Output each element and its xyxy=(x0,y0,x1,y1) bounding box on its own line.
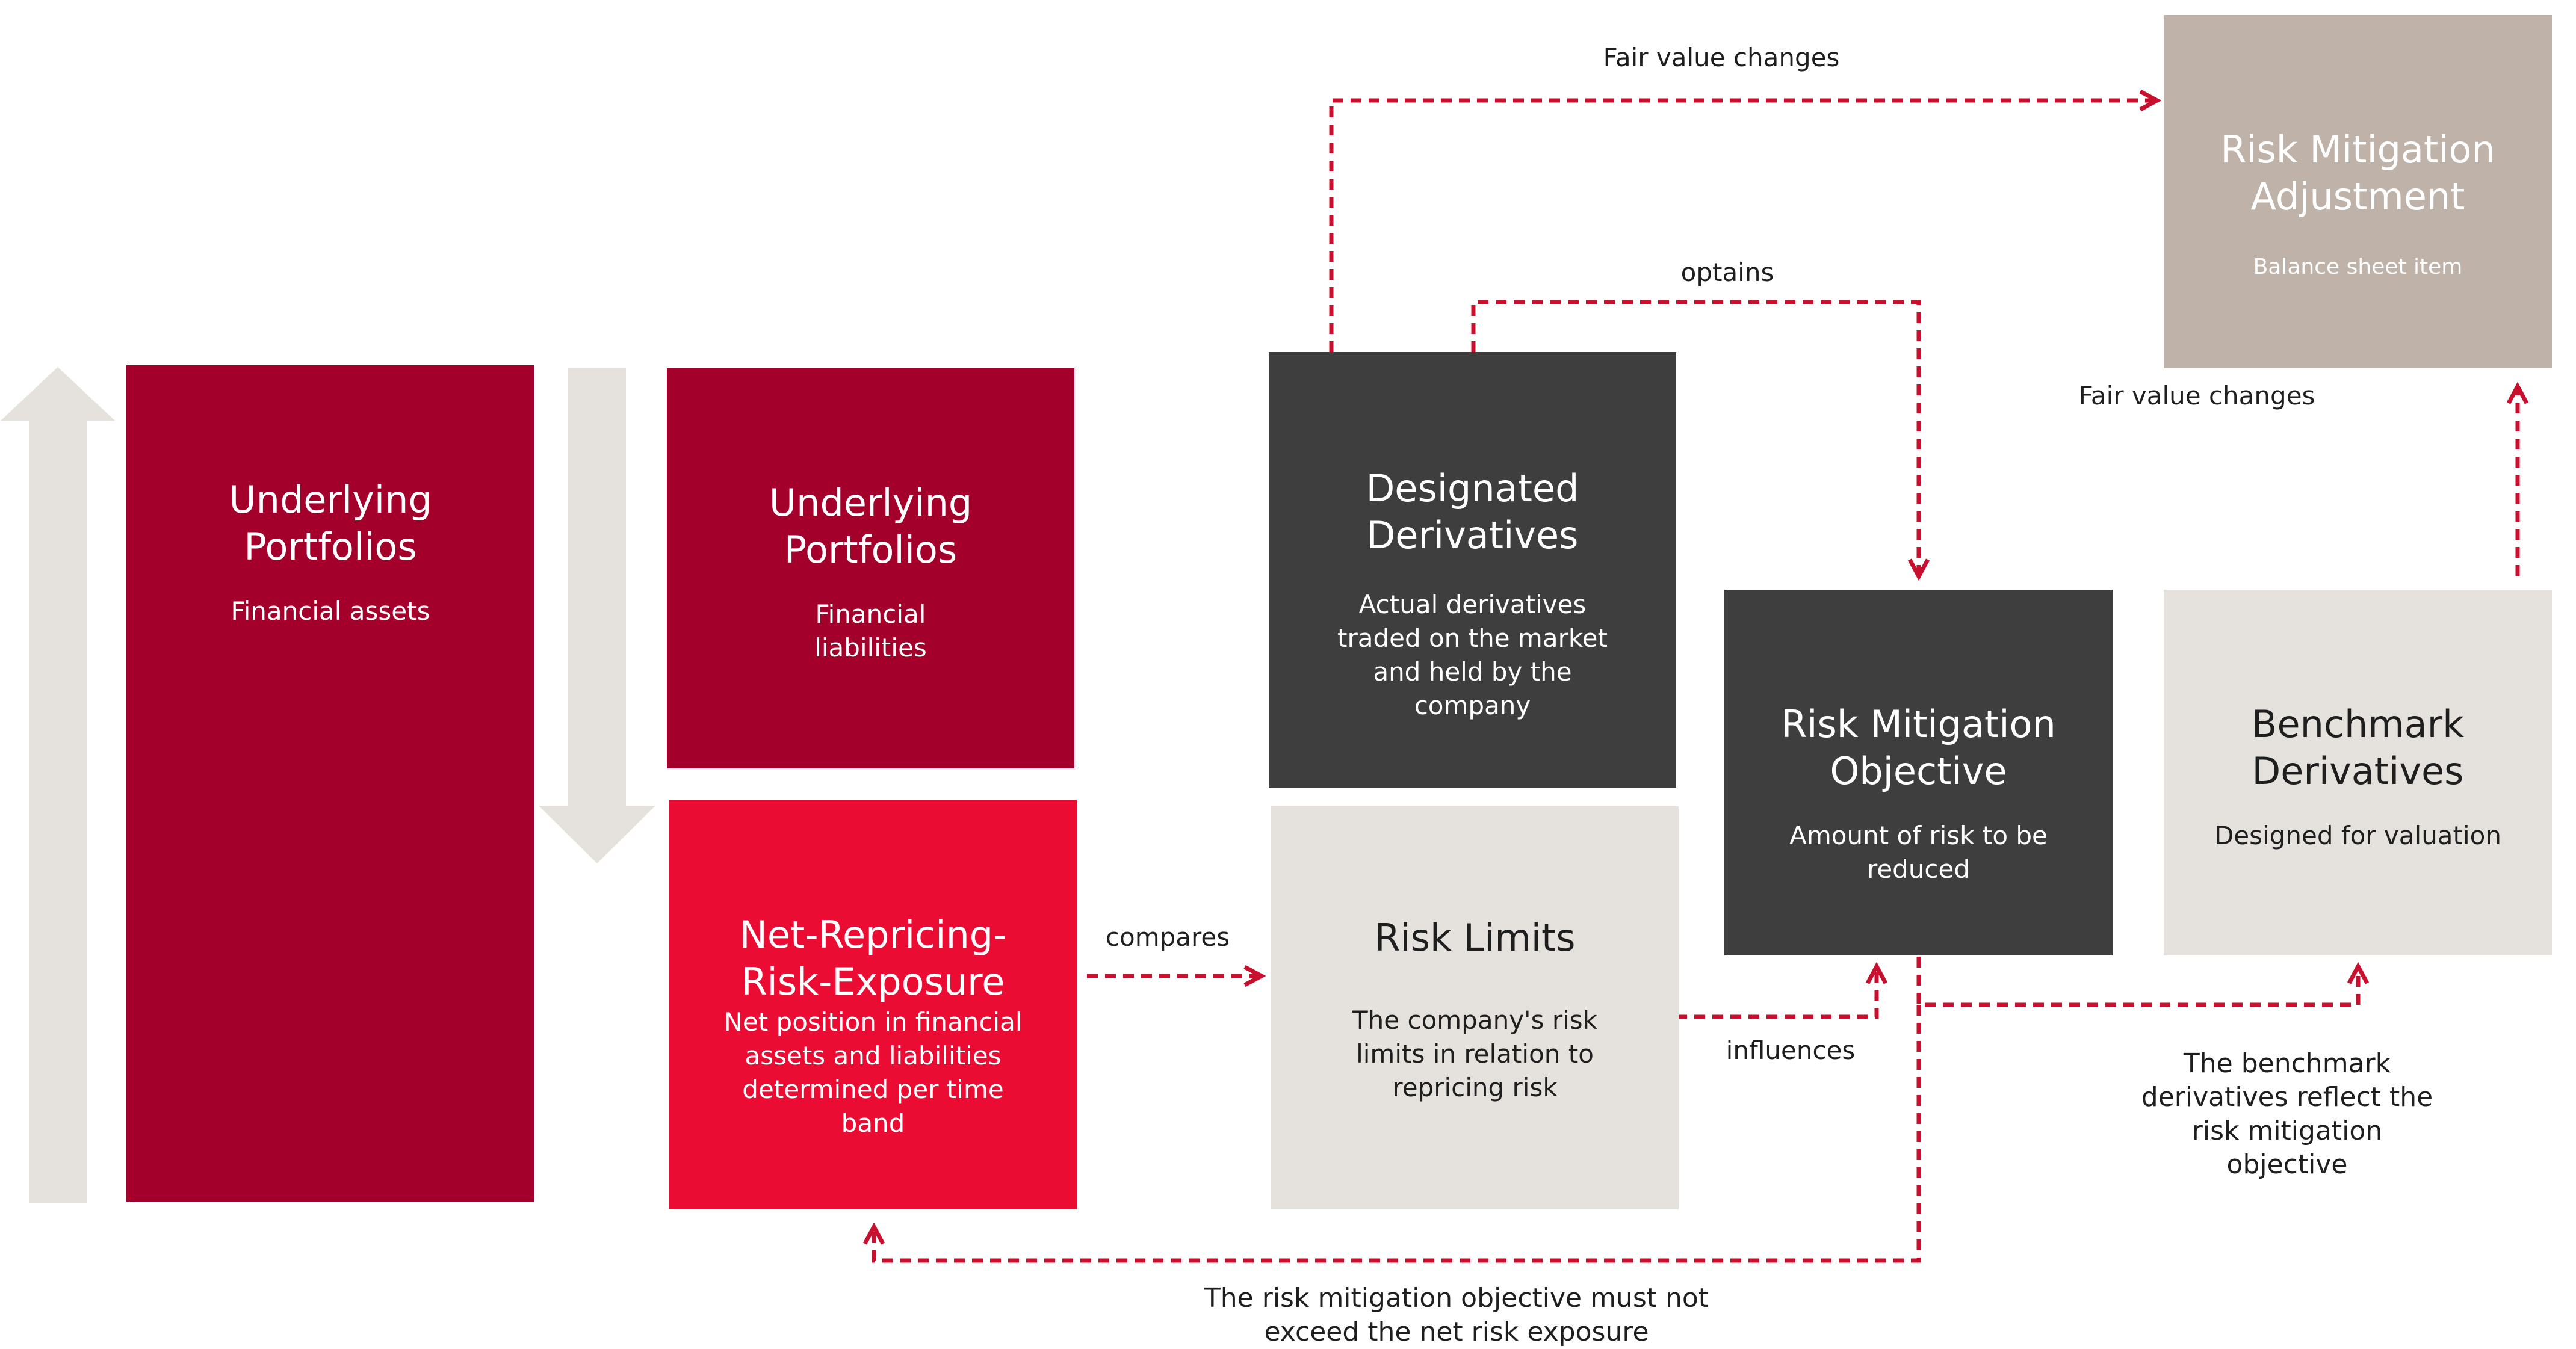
fair-value-changes-right-label: Fair value changes xyxy=(2078,381,2315,410)
limits-title: Risk Limits xyxy=(1374,916,1576,960)
benchmark-connector xyxy=(1916,957,2361,1007)
benchmark-arrowhead xyxy=(2347,962,2370,984)
compares-arrowhead xyxy=(1243,965,1266,987)
up-block-arrow xyxy=(0,367,116,1203)
fair-value-changes-top-label: Fair value changes xyxy=(1603,43,1840,72)
compares-label: compares xyxy=(1105,922,1230,952)
influences-label: influences xyxy=(1726,1036,1856,1065)
adjustment-subtitle: Balance sheet item xyxy=(2253,255,2463,279)
exposure-title: Net-Repricing-Risk-Exposure xyxy=(739,913,1007,1004)
optains-arrowhead xyxy=(1907,558,1930,581)
influences-connector xyxy=(1676,970,1879,1019)
bottom-connector xyxy=(872,1005,1921,1263)
optains-label: optains xyxy=(1680,258,1774,287)
benchmark-subtitle: Designed for valuation xyxy=(2214,821,2502,850)
down-block-arrow xyxy=(539,368,655,863)
assets-subtitle: Financial assets xyxy=(231,596,430,626)
net-repricing-risk-exposure-box: Net-Repricing-Risk-Exposure Net position… xyxy=(669,800,1077,1209)
fair-value-top-arrowhead xyxy=(2139,89,2162,112)
bottom-arrowhead xyxy=(862,1222,885,1245)
fair-value-right-arrowhead xyxy=(2506,381,2529,404)
optains-connector xyxy=(1471,300,1921,573)
fair-value-top-connector xyxy=(1329,98,2153,352)
influences-arrowhead xyxy=(1865,962,1888,984)
